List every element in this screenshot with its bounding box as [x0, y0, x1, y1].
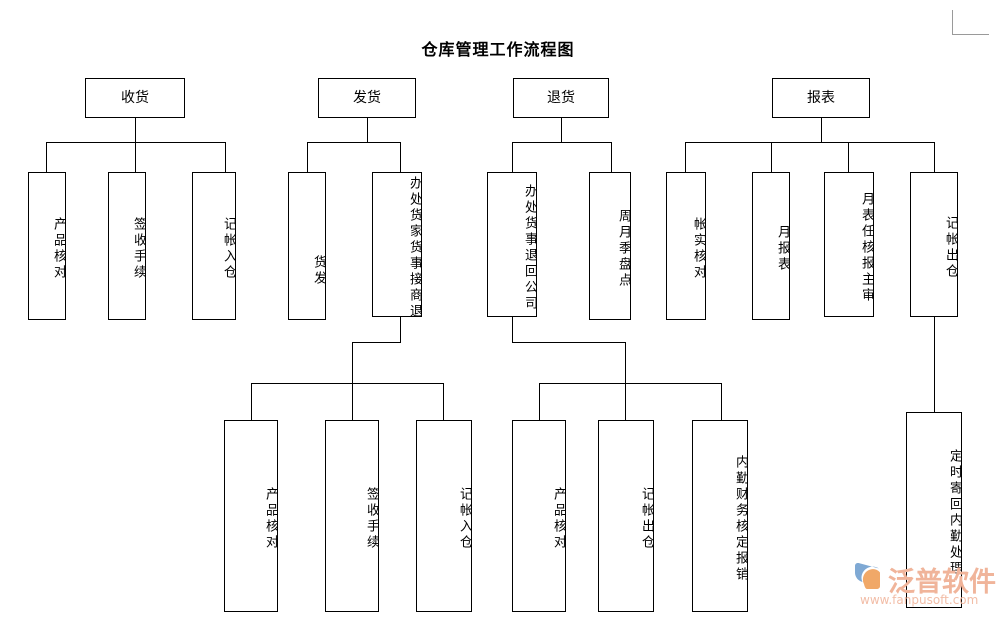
connector-returns-sub-drop-1: [539, 383, 540, 420]
connector-report-drop-3: [848, 142, 849, 172]
connector-report-drop-1: [685, 142, 686, 172]
node-text: 内勤财务核定报销: [733, 455, 748, 583]
node-shipping-root[interactable]: 发货: [318, 78, 416, 118]
connector-receiving-stem: [135, 118, 136, 142]
node-text-line1: 出仓: [943, 247, 958, 280]
node-text-col-left: 办处货: [522, 183, 537, 232]
node-text-line1: 出仓: [639, 519, 654, 551]
node-text: 产品核对: [551, 487, 566, 551]
connector-shipping-sub-stem-b: [352, 342, 353, 383]
connector-report-sub-stem: [934, 317, 935, 412]
connector-returns-sub-drop-3: [721, 383, 722, 420]
node-text: 周月季盘点: [616, 209, 631, 289]
connector-shipping-sub-drop-1: [251, 383, 252, 420]
connector-returns-sub-drop-2: [625, 383, 626, 420]
node-text-line2: 记帐: [221, 217, 236, 249]
connector-returns-drop-1: [512, 142, 513, 172]
connector-shipping-stem: [367, 118, 368, 142]
node-report-child-approval[interactable]: 月表任核 报主审: [824, 172, 874, 317]
connector-report-drop-2: [771, 142, 772, 172]
node-text-line1: 入仓: [457, 519, 472, 551]
connector-returns-stem: [561, 118, 562, 142]
connector-shipping-sub-drop-3: [443, 383, 444, 420]
node-text: 产品核对: [51, 217, 66, 281]
node-text: 定时寄回内勤处理: [947, 449, 962, 577]
node-returns-root[interactable]: 退货: [513, 78, 609, 118]
node-returns-sub-warehouse-out[interactable]: 记帐 出仓: [598, 420, 654, 612]
node-text-col-left: 办处货家货: [407, 175, 422, 256]
node-text: 产品核对: [263, 487, 278, 551]
node-text-line2: 货: [311, 255, 326, 271]
connector-shipping-sub-stem-a: [400, 317, 401, 343]
node-text: 帐实核对: [691, 217, 706, 281]
node-returns-child-stocktake[interactable]: 周月季盘点: [589, 172, 631, 320]
connector-returns-sub-bus: [539, 383, 721, 384]
connector-report-drop-4: [934, 142, 935, 172]
node-returns-sub-finance-reimburse[interactable]: 内勤财务核定报销: [692, 420, 748, 612]
page-title: 仓库管理工作流程图: [421, 40, 575, 59]
node-text-line1: 发: [311, 271, 326, 287]
node-text: 签收手续: [131, 217, 146, 281]
connector-receiving-drop-3: [225, 142, 226, 172]
connector-shipping-drop-1: [307, 142, 308, 172]
node-returns-sub-product-check[interactable]: 产品核对: [512, 420, 566, 612]
node-report-child-stock-reconcile[interactable]: 帐实核对: [666, 172, 706, 320]
node-report-child-warehouse-out[interactable]: 记帐 出仓: [910, 172, 958, 317]
node-returns-child-return-to-company[interactable]: 办处货 事退回公司: [487, 172, 537, 317]
node-text-col-right: 事接商退: [407, 255, 422, 317]
node-shipping-sub-signoff[interactable]: 签收手续: [325, 420, 379, 612]
node-shipping-child-handle-return[interactable]: 办处货家货 事接商退: [372, 172, 422, 317]
connector-returns-sub-stem-a: [512, 317, 513, 343]
node-shipping-child-dispatch[interactable]: 货 发: [288, 172, 326, 320]
connector-returns-sub-stem-b: [625, 342, 626, 383]
node-text: 签收手续: [364, 487, 379, 551]
connector-shipping-sub-bus: [251, 383, 443, 384]
node-receiving-child-warehouse-in[interactable]: 记帐 入仓: [192, 172, 236, 320]
node-text-line1: 入仓: [221, 249, 236, 281]
connector-shipping-drop-2: [400, 142, 401, 172]
connector-shipping-sub-drop-2: [352, 383, 353, 420]
connector-report-stem: [821, 118, 822, 142]
node-text-col-left: 月表任核: [859, 191, 874, 256]
page-corner-mark: [952, 10, 989, 35]
node-text-col-right: 事退回公司: [522, 231, 537, 312]
brand-logo-icon: [855, 562, 880, 589]
connector-returns-sub-jog: [512, 342, 626, 343]
connector-returns-bus: [512, 142, 612, 143]
node-text-col-right: 报主审: [859, 255, 874, 304]
node-receiving-child-signoff[interactable]: 签收手续: [108, 172, 146, 320]
node-receiving-root[interactable]: 收货: [85, 78, 185, 118]
node-shipping-sub-product-check[interactable]: 产品核对: [224, 420, 278, 612]
connector-shipping-bus: [307, 142, 401, 143]
connector-receiving-drop-2: [135, 142, 136, 172]
node-report-child-monthly-report[interactable]: 月报表: [752, 172, 790, 320]
node-text-line2: 记帐: [943, 215, 958, 248]
connector-receiving-drop-1: [46, 142, 47, 172]
connector-returns-drop-2: [611, 142, 612, 172]
node-text: 月报表: [775, 225, 790, 273]
node-receiving-child-product-check[interactable]: 产品核对: [28, 172, 66, 320]
node-shipping-sub-warehouse-in[interactable]: 记帐 入仓: [416, 420, 472, 612]
node-report-sub-mail-back[interactable]: 定时寄回内勤处理: [906, 412, 962, 608]
node-report-root[interactable]: 报表: [772, 78, 870, 118]
node-text-line2: 记帐: [457, 487, 472, 519]
connector-shipping-sub-jog: [352, 342, 401, 343]
node-text-line2: 记帐: [639, 487, 654, 519]
connector-report-bus: [685, 142, 934, 143]
